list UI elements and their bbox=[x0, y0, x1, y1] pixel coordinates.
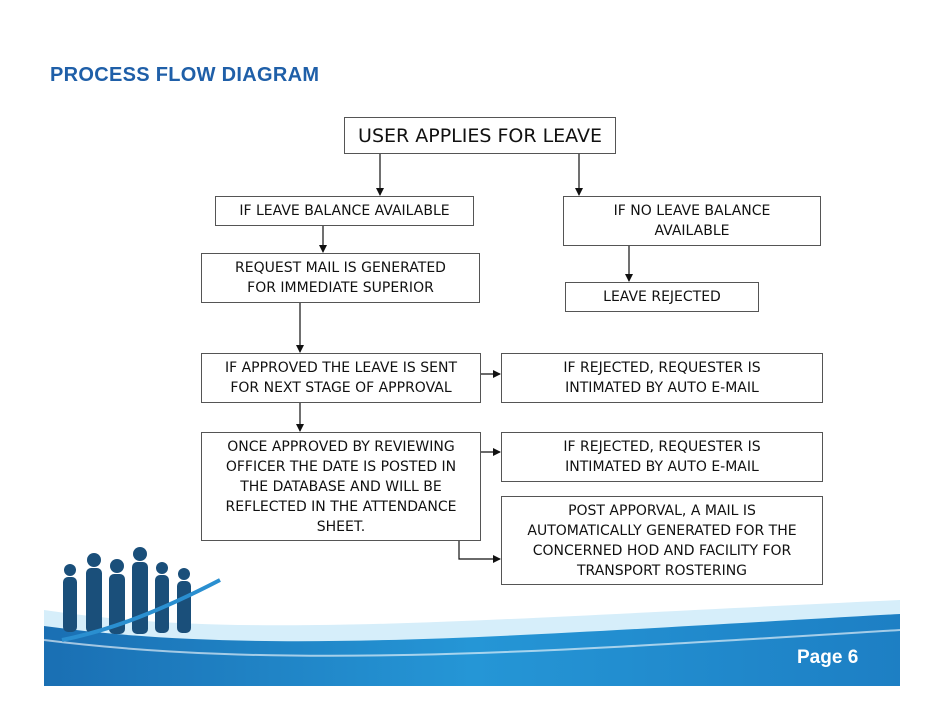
arrow-once-to-post bbox=[458, 541, 501, 563]
node-rejected-email-2: IF REJECTED, REQUESTER IS INTIMATED BY A… bbox=[501, 432, 823, 482]
node-no-balance: IF NO LEAVE BALANCE AVAILABLE bbox=[563, 196, 821, 246]
business-people-icon bbox=[61, 547, 221, 642]
node-post-approval: POST APPORVAL, A MAIL IS AUTOMATICALLY G… bbox=[501, 496, 823, 585]
node-balance-available: IF LEAVE BALANCE AVAILABLE bbox=[215, 196, 474, 226]
node-rejected-email-1: IF REJECTED, REQUESTER IS INTIMATED BY A… bbox=[501, 353, 823, 403]
footer-wave bbox=[44, 600, 900, 686]
node-leave-rejected: LEAVE REJECTED bbox=[565, 282, 759, 312]
page-number: Page 6 bbox=[797, 647, 859, 668]
node-user-applies: USER APPLIES FOR LEAVE bbox=[344, 117, 616, 154]
page-title: PROCESS FLOW DIAGRAM bbox=[50, 64, 320, 86]
node-request-mail: REQUEST MAIL IS GENERATED FOR IMMEDIATE … bbox=[201, 253, 480, 303]
node-once-approved: ONCE APPROVED BY REVIEWING OFFICER THE D… bbox=[201, 432, 481, 541]
node-approved-next-stage: IF APPROVED THE LEAVE IS SENT FOR NEXT S… bbox=[201, 353, 481, 403]
